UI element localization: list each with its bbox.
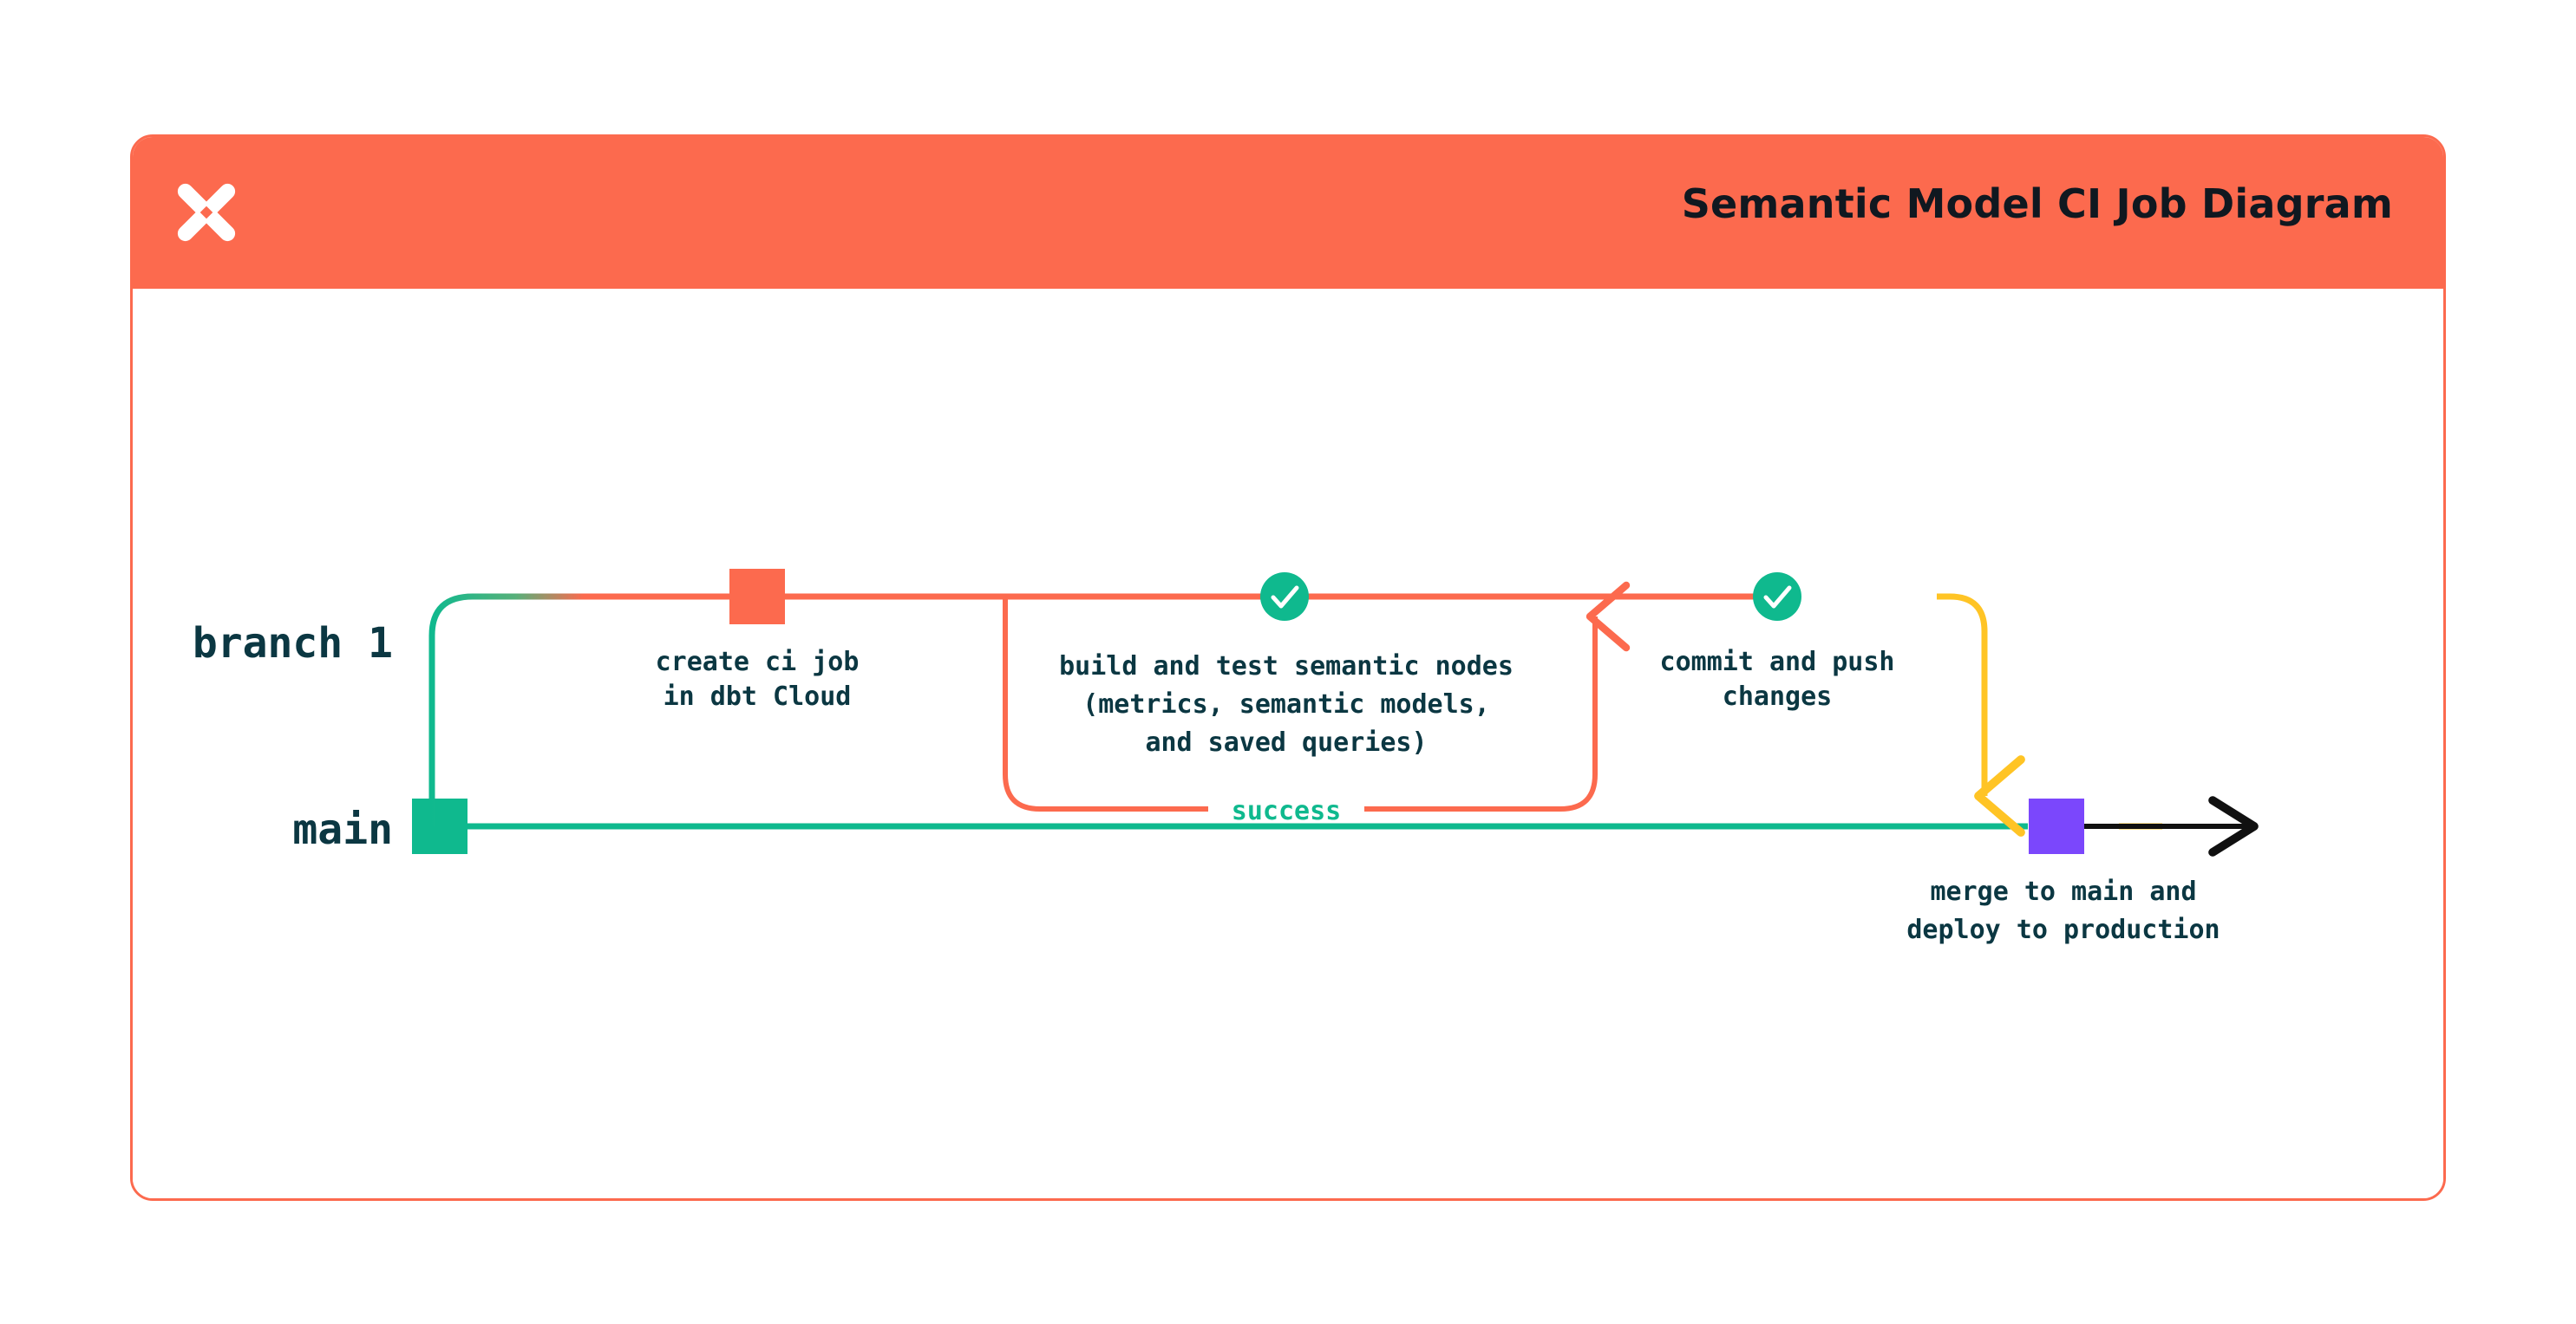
success-loop-right-path <box>1364 581 1631 812</box>
edge-merge-down <box>1937 593 2025 837</box>
ci-job-flow-diagram: main branch 1 <box>193 569 2259 945</box>
node-build-and-test: build and test semantic nodes (metrics, … <box>1059 572 1514 758</box>
lane-label-main: main <box>292 805 393 854</box>
node-create-ci-job: create ci job in dbt Cloud <box>656 569 860 712</box>
card-body: main branch 1 <box>133 289 2443 1198</box>
node-create-ci-job-square <box>729 569 785 624</box>
lane-label-branch-1: branch 1 <box>193 619 393 668</box>
check-icon <box>1271 585 1299 609</box>
node-build-and-test-label-line-1: build and test semantic nodes <box>1059 651 1514 682</box>
card-header-bar: Semantic Model CI Job Diagram <box>133 137 2443 289</box>
node-build-and-test-label-line-3: and saved queries) <box>1145 727 1427 758</box>
success-loop-label: success <box>1232 796 1341 826</box>
node-commit-and-push-check-circle <box>1753 572 1801 621</box>
node-merge-to-main-label-line-2: deploy to production <box>1906 915 2220 945</box>
edge-branch-off-main <box>428 593 584 826</box>
merge-down-path <box>1937 593 2025 837</box>
diagram-card: Semantic Model CI Job Diagram <box>130 134 2446 1201</box>
check-icon <box>1763 585 1792 609</box>
main-lane-group: main <box>292 799 2162 854</box>
node-merge-to-main: merge to main and deploy to production <box>1906 799 2220 945</box>
edge-success-loop: success <box>1003 581 1631 826</box>
node-build-and-test-label-line-2: (metrics, semantic models, <box>1082 689 1490 720</box>
node-merge-to-main-label-line-1: merge to main and <box>1930 877 2196 907</box>
node-create-ci-job-label-line-2: in dbt Cloud <box>664 682 852 712</box>
node-commit-and-push-label-line-2: changes <box>1723 682 1832 712</box>
node-build-and-test-check-circle <box>1260 572 1309 621</box>
node-main-start-square <box>412 799 467 854</box>
node-create-ci-job-label-line-1: create ci job <box>656 647 860 677</box>
success-loop-left-path <box>1003 597 1208 812</box>
dbt-x-logo-icon <box>177 183 236 242</box>
node-merge-to-main-square <box>2029 799 2084 854</box>
node-commit-and-push: commit and push changes <box>1660 572 1895 712</box>
node-commit-and-push-label-line-1: commit and push <box>1660 647 1895 677</box>
branch-1-lane-group: branch 1 <box>193 593 1937 826</box>
page-title: Semantic Model CI Job Diagram <box>1681 180 2393 227</box>
